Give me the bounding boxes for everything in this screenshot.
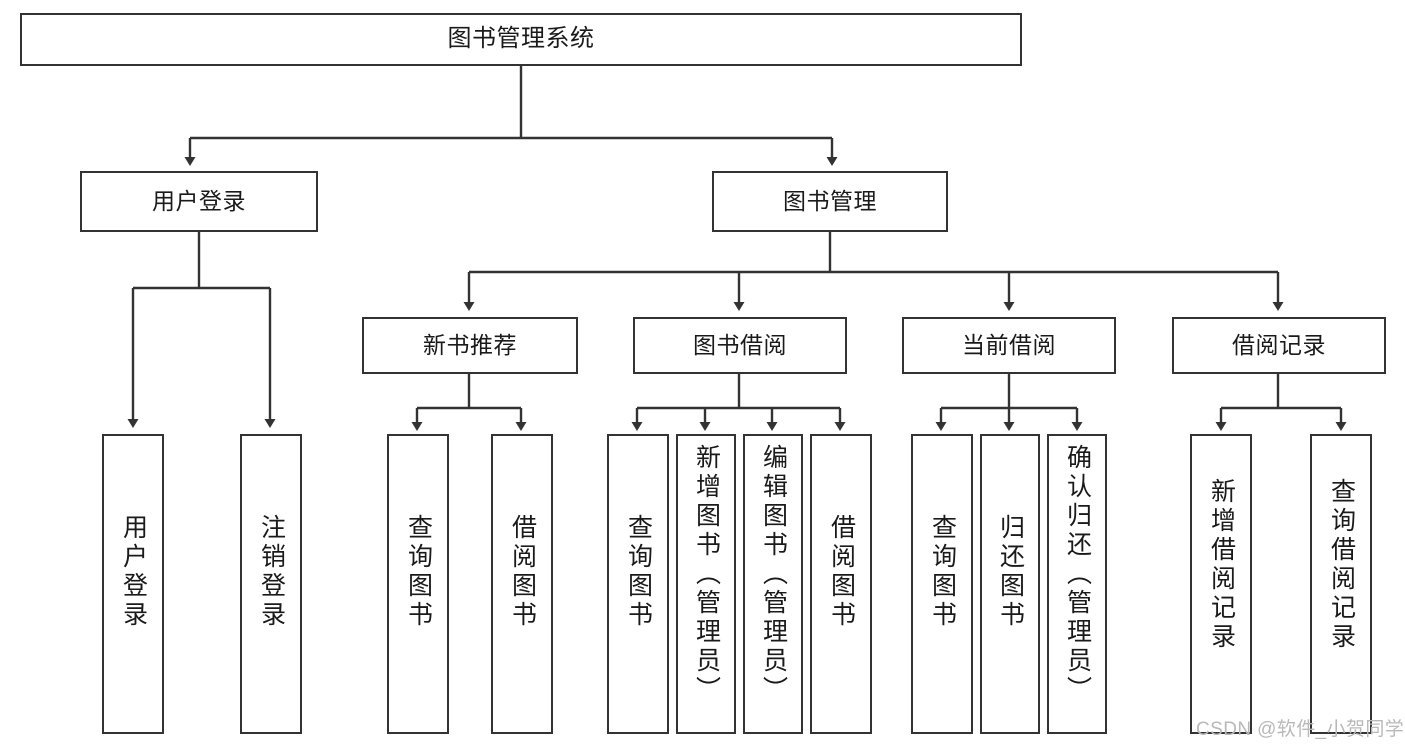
node-label: 新书推荐: [423, 331, 517, 358]
node-label: 注销登录: [257, 514, 286, 630]
leaf-query-borrow-record[interactable]: 查询借阅记录: [1310, 434, 1372, 734]
node-label: 查询图书: [404, 514, 433, 630]
node-label: 图书管理系统: [447, 25, 595, 53]
leaf-add-borrow-record[interactable]: 新增借阅记录: [1190, 434, 1252, 734]
node-label: 图书借阅: [693, 331, 787, 358]
node-label: 图书管理: [783, 187, 877, 214]
node-label: 确认归还（管理员）: [1063, 444, 1092, 705]
leaf-query-book-borrow[interactable]: 查询图书: [607, 434, 669, 734]
watermark-text: CSDN @软件_小贺同学: [1196, 719, 1405, 740]
node-new-book-recommend[interactable]: 新书推荐: [362, 317, 578, 374]
leaf-confirm-return-admin[interactable]: 确认归还（管理员）: [1047, 434, 1107, 734]
leaf-add-book-admin[interactable]: 新增图书（管理员）: [676, 434, 736, 734]
node-label: 新增图书（管理员）: [692, 444, 721, 705]
node-label: 查询图书: [928, 514, 957, 630]
leaf-return-book[interactable]: 归还图书: [980, 434, 1040, 734]
leaf-borrow-book-recommend[interactable]: 借阅图书: [491, 434, 553, 734]
node-label: 新增借阅记录: [1207, 478, 1236, 652]
node-book-borrow[interactable]: 图书借阅: [633, 317, 847, 374]
node-label: 借阅记录: [1232, 331, 1326, 358]
leaf-query-book-current[interactable]: 查询图书: [911, 434, 973, 734]
node-user-login[interactable]: 用户登录: [80, 171, 318, 232]
leaf-borrow-book[interactable]: 借阅图书: [810, 434, 872, 734]
node-label: 查询图书: [624, 514, 653, 630]
node-label: 用户登录: [119, 514, 148, 630]
node-label: 借阅图书: [827, 514, 856, 630]
node-label: 借阅图书: [508, 514, 537, 630]
leaf-logout[interactable]: 注销登录: [240, 434, 302, 734]
node-label: 用户登录: [152, 187, 246, 214]
node-root-book-management-system[interactable]: 图书管理系统: [20, 13, 1022, 66]
leaf-query-book-recommend[interactable]: 查询图书: [387, 434, 449, 734]
node-label: 编辑图书（管理员）: [759, 444, 788, 705]
node-current-borrow[interactable]: 当前借阅: [902, 317, 1116, 374]
leaf-edit-book-admin[interactable]: 编辑图书（管理员）: [743, 434, 803, 734]
node-borrow-record[interactable]: 借阅记录: [1172, 317, 1386, 374]
node-book-management[interactable]: 图书管理: [712, 171, 948, 232]
node-label: 归还图书: [996, 514, 1025, 630]
node-label: 查询借阅记录: [1327, 478, 1356, 652]
node-label: 当前借阅: [962, 331, 1056, 358]
leaf-user-login[interactable]: 用户登录: [102, 434, 164, 734]
